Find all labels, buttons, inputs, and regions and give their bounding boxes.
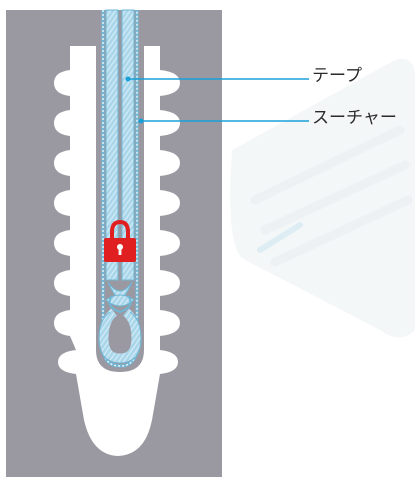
padlock-icon xyxy=(104,219,136,262)
background-anchor-ghost xyxy=(230,58,415,338)
tape-loop-edge xyxy=(98,311,142,364)
tape-loop xyxy=(99,308,141,363)
tape-strand-right xyxy=(121,9,135,281)
tape-label: テープ xyxy=(312,66,362,86)
suture-label: スーチャー xyxy=(312,108,397,128)
knot xyxy=(105,281,135,314)
tape-strand-left xyxy=(105,9,119,281)
leader-line-tape xyxy=(125,76,309,82)
leader-line-suture xyxy=(138,118,309,124)
